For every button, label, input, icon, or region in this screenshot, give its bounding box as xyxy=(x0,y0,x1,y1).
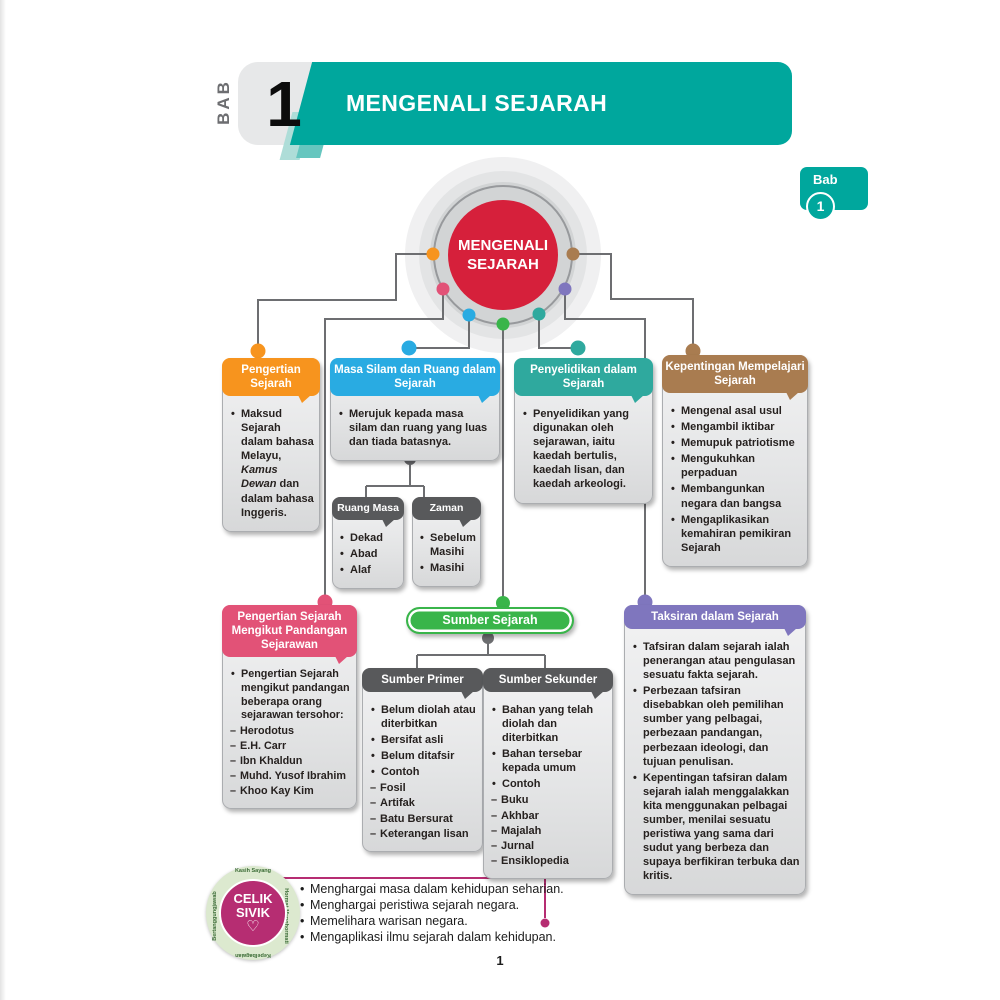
ruang-masa-item: Alaf xyxy=(339,563,398,577)
sejarawan-name: Muhd. Yusof Ibrahim xyxy=(230,770,351,784)
corner-bab-number: 1 xyxy=(806,192,835,221)
kepentingan-item: Mengenal asal usul xyxy=(670,404,802,418)
celik-sivik-list: Menghargai masa dalam kehidupan seharian… xyxy=(299,882,567,946)
sejarawan-name: E.H. Carr xyxy=(230,740,351,754)
box-pengertian-sejarah: Pengertian Sejarah Maksud Sejarah dalam … xyxy=(222,358,320,532)
box-sumber-sekunder-header: Sumber Sekunder xyxy=(483,668,613,700)
box-masa-silam-header: Masa Silam dan Ruang dalam Sejarah xyxy=(330,358,500,404)
sumber-sekunder-contoh: Buku xyxy=(491,793,607,807)
page-scan-edge xyxy=(0,0,6,1000)
sumber-primer-item: Contoh xyxy=(370,765,477,779)
heart-icon: ♡ xyxy=(246,918,260,936)
corner-bab-badge: Bab 1 xyxy=(800,167,868,221)
sejarawan-name: Ibn Khaldun xyxy=(230,755,351,769)
sumber-sekunder-contoh: Jurnal xyxy=(491,839,607,853)
box-taksiran: Taksiran dalam Sejarah Tafsiran dalam se… xyxy=(624,605,806,896)
corner-bab-label: Bab xyxy=(813,172,838,187)
kepentingan-item: Mengambil iktibar xyxy=(670,420,802,434)
sumber-sekunder-contoh: Ensiklopedia xyxy=(491,854,607,868)
box-sumber-sekunder: Sumber Sekunder Bahan yang telah diolah … xyxy=(483,668,613,879)
sumber-primer-contoh: Fosil xyxy=(370,781,477,795)
box-pandangan-header: Pengertian Sejarah Mengikut Pandangan Se… xyxy=(222,605,357,665)
box-ruang-masa: Ruang Masa Dekad Abad Alaf xyxy=(332,497,404,590)
sumber-sekunder-item: Bahan tersebar kepada umum xyxy=(491,747,607,775)
ruang-masa-item: Abad xyxy=(339,547,398,561)
box-taksiran-header: Taksiran dalam Sejarah xyxy=(624,605,806,637)
box-pandangan-sejarawan: Pengertian Sejarah Mengikut Pandangan Se… xyxy=(222,605,357,810)
sumber-primer-item: Belum ditafsir xyxy=(370,749,477,763)
zaman-item: Sebelum Masihi xyxy=(419,531,476,559)
kepentingan-item: Memupuk patriotisme xyxy=(670,436,802,450)
box-masa-silam: Masa Silam dan Ruang dalam Sejarah Meruj… xyxy=(330,358,500,462)
sumber-sekunder-contoh: Akhbar xyxy=(491,809,607,823)
box-kepentingan: Kepentingan Mempelajari Sejarah Mengenal… xyxy=(662,355,808,567)
kepentingan-item: Mengaplikasikan kemahiran pemikiran Seja… xyxy=(670,513,802,555)
box-penyelidikan-header: Penyelidikan dalam Sejarah xyxy=(514,358,653,404)
kepentingan-item: Mengukuhkan perpaduan xyxy=(670,452,802,480)
box-pengertian-header: Pengertian Sejarah xyxy=(222,358,320,404)
chapter-number: 1 xyxy=(266,68,302,140)
chapter-banner xyxy=(318,62,792,145)
civic-item: Menghargai masa dalam kehidupan seharian… xyxy=(299,882,567,896)
kepentingan-item: Membangunkan negara dan bangsa xyxy=(670,482,802,510)
ring-label: Kasih Sayang xyxy=(234,868,272,874)
ruang-masa-item: Dekad xyxy=(339,531,398,545)
sumber-primer-contoh: Keterangan lisan xyxy=(370,827,477,841)
sumber-primer-contoh: Batu Bersurat xyxy=(370,812,477,826)
ring-label: Bertanggungjawab xyxy=(211,891,218,941)
box-ruang-masa-header: Ruang Masa xyxy=(332,497,404,527)
masa-silam-bullet: Merujuk kepada masa silam dan ruang yang… xyxy=(338,407,494,449)
civic-item: Mengaplikasi ilmu sejarah dalam kehidupa… xyxy=(299,930,567,944)
chapter-title: MENGENALI SEJARAH xyxy=(346,90,608,116)
sumber-primer-item: Bersifat asli xyxy=(370,733,477,747)
hub-central-topic: MENGENALI SEJARAH xyxy=(448,200,558,310)
box-sumber-primer-header: Sumber Primer xyxy=(362,668,483,700)
box-kepentingan-header: Kepentingan Mempelajari Sejarah xyxy=(662,355,808,401)
civic-item: Memelihara warisan negara. xyxy=(299,914,567,928)
hub-node-dots xyxy=(426,247,580,331)
page-number: 1 xyxy=(496,953,504,968)
pill-sumber-sejarah: Sumber Sejarah xyxy=(406,607,574,634)
box-penyelidikan: Penyelidikan dalam Sejarah Penyelidikan … xyxy=(514,358,653,504)
box-sumber-primer: Sumber Primer Belum diolah atau diterbit… xyxy=(362,668,483,852)
sumber-sekunder-item: Bahan yang telah diolah dan diterbitkan xyxy=(491,703,607,745)
sumber-sekunder-item: Contoh xyxy=(491,777,607,791)
box-zaman-header: Zaman xyxy=(412,497,481,527)
sejarawan-name: Khoo Kay Kim xyxy=(230,785,351,799)
box-zaman: Zaman Sebelum Masihi Masihi xyxy=(412,497,481,588)
sumber-primer-item: Belum diolah atau diterbitkan xyxy=(370,703,477,731)
taksiran-item: Tafsiran dalam sejarah ialah penerangan … xyxy=(632,640,800,682)
sumber-sekunder-contoh: Majalah xyxy=(491,824,607,838)
zaman-item: Masihi xyxy=(419,561,475,575)
sumber-primer-contoh: Artifak xyxy=(370,796,477,810)
celik-sivik-badge: CELIK SIVIK ♡ xyxy=(219,879,287,947)
pandangan-intro: Pengertian Sejarah mengikut pandangan be… xyxy=(230,668,351,723)
sejarawan-name: Herodotus xyxy=(230,725,351,739)
taksiran-item: Perbezaan tafsiran disebabkan oleh pemil… xyxy=(632,684,800,768)
penyelidikan-bullet: Penyelidikan yang digunakan oleh sejaraw… xyxy=(522,407,647,491)
pengertian-bullet: Maksud Sejarah dalam bahasa Melayu, Kamu… xyxy=(230,407,314,520)
taksiran-item: Kepentingan tafsiran dalam sejarah ialah… xyxy=(632,771,800,884)
civic-item: Menghargai peristiwa sejarah negara. xyxy=(299,898,567,912)
